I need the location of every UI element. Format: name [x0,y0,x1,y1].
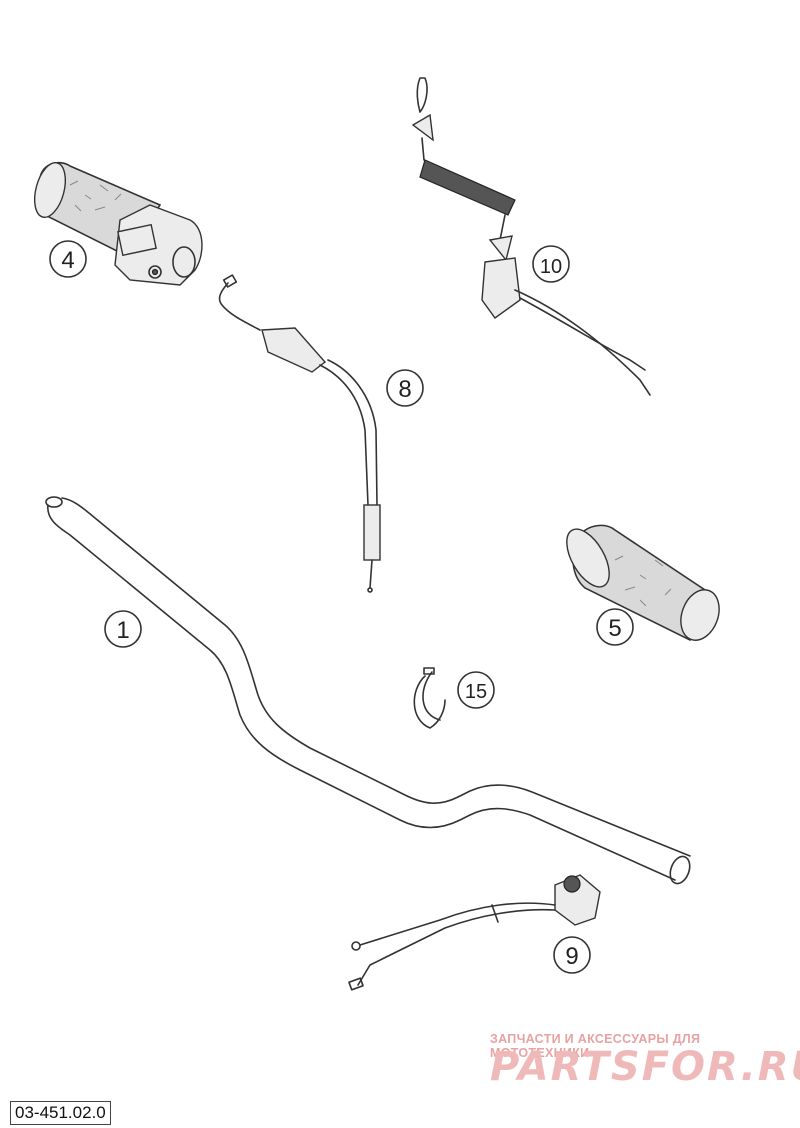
svg-text:4: 4 [61,247,74,274]
svg-text:10: 10 [540,256,562,278]
callout-10: 10 [532,245,570,283]
svg-text:15: 15 [465,681,487,703]
cable-clamp [413,667,446,729]
callout-8: 8 [386,369,424,407]
svg-text:9: 9 [565,943,578,970]
callout-1: 1 [104,610,142,648]
watermark-tagline: ЗАПЧАСТИ И АКСЕССУАРЫ ДЛЯ МОТОТЕХНИКИ [490,1032,701,1060]
callout-9: 9 [553,936,591,974]
watermark-brand: PARTSFOR.RU [490,1044,800,1090]
kill-switch [348,874,601,991]
svg-text:1: 1 [116,617,129,644]
handlebar [45,496,691,885]
throttle-grip [33,161,203,286]
callout-4: 4 [49,240,87,278]
callout-5: 5 [596,608,634,646]
svg-text:8: 8 [398,376,411,403]
svg-text:5: 5 [608,615,621,642]
throttle-cable [218,274,381,593]
tether-switch [411,77,651,396]
drawing-code: 03-451.02.0 [10,1101,111,1125]
left-grip [566,524,720,642]
callout-15: 15 [457,671,495,709]
